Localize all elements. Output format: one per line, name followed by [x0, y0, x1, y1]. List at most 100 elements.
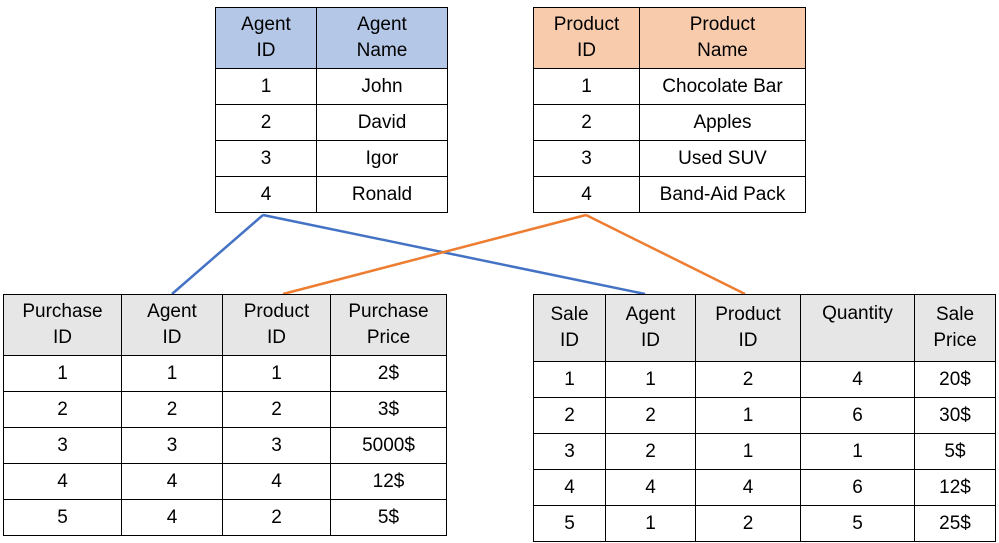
table-cell: 12$ — [914, 469, 996, 506]
table-cell: 2 — [533, 397, 606, 434]
table-cell: 4 — [695, 469, 801, 506]
column-header: Product ID — [695, 294, 801, 362]
column-header: Product ID — [222, 294, 331, 356]
table-row: 2 2 2 3$ — [3, 391, 447, 428]
table-header-row: Agent ID Agent Name — [215, 7, 448, 69]
table-cell: 4 — [3, 463, 122, 500]
agents-table: Agent ID Agent Name 1 John 2 David 3 Igo… — [215, 7, 448, 213]
table-cell: 20$ — [914, 361, 996, 398]
table-cell: 1 — [215, 68, 317, 105]
table-row: 2 Apples — [533, 104, 806, 141]
table-row: 5 4 2 5$ — [3, 499, 447, 536]
table-cell: 1 — [121, 355, 223, 392]
table-header-row: Sale ID Agent ID Product ID Quantity Sal… — [533, 294, 996, 362]
table-row: 1 Chocolate Bar — [533, 68, 806, 105]
column-header: Agent ID — [121, 294, 223, 356]
table-header-row: Purchase ID Agent ID Product ID Purchase… — [3, 294, 447, 356]
table-cell: 1 — [533, 68, 640, 105]
table-cell: 2 — [222, 391, 331, 428]
column-header: Purchase Price — [330, 294, 447, 356]
purchases-table: Purchase ID Agent ID Product ID Purchase… — [3, 294, 447, 536]
table-cell: 6 — [800, 397, 915, 434]
table-cell: John — [316, 68, 448, 105]
table-row: 2 2 1 6 30$ — [533, 397, 996, 434]
table-cell: 2 — [695, 505, 801, 542]
column-header: Agent ID — [215, 7, 317, 69]
table-row: 4 Ronald — [215, 176, 448, 213]
table-cell: 2 — [121, 391, 223, 428]
table-cell: Chocolate Bar — [639, 68, 806, 105]
table-row: 3 3 3 5000$ — [3, 427, 447, 464]
table-row: 2 David — [215, 104, 448, 141]
column-header: Agent ID — [605, 294, 696, 362]
table-cell: 2 — [533, 104, 640, 141]
agent-to-purchase-link — [171, 214, 264, 295]
table-cell: 4 — [800, 361, 915, 398]
table-cell: 4 — [605, 469, 696, 506]
column-header: Product ID — [533, 7, 640, 69]
table-cell: 2 — [215, 104, 317, 141]
table-cell: 30$ — [914, 397, 996, 434]
table-cell: 2 — [222, 499, 331, 536]
table-cell: 4 — [121, 499, 223, 536]
column-header: Sale ID — [533, 294, 606, 362]
table-header-row: Product ID Product Name — [533, 7, 806, 69]
table-cell: 25$ — [914, 505, 996, 542]
table-cell: 5 — [800, 505, 915, 542]
table-cell: 4 — [215, 176, 317, 213]
table-row: 1 1 1 2$ — [3, 355, 447, 392]
table-cell: 2 — [695, 361, 801, 398]
table-cell: 3 — [533, 433, 606, 470]
column-header: Sale Price — [914, 294, 996, 362]
table-cell: 2$ — [330, 355, 447, 392]
table-cell: 3 — [222, 427, 331, 464]
table-cell: 5 — [3, 499, 122, 536]
table-cell: 5$ — [330, 499, 447, 536]
table-cell: 12$ — [330, 463, 447, 500]
table-cell: 1 — [533, 361, 606, 398]
table-cell: 5000$ — [330, 427, 447, 464]
table-cell: 3 — [215, 140, 317, 177]
column-header: Purchase ID — [3, 294, 122, 356]
table-cell: 1 — [800, 433, 915, 470]
table-cell: 2 — [605, 397, 696, 434]
table-cell: 4 — [533, 469, 606, 506]
table-cell: 1 — [222, 355, 331, 392]
table-cell: 3 — [121, 427, 223, 464]
column-header: Agent Name — [316, 7, 448, 69]
table-cell: 1 — [605, 361, 696, 398]
table-row: 3 Used SUV — [533, 140, 806, 177]
table-cell: 1 — [3, 355, 122, 392]
table-cell: 2 — [3, 391, 122, 428]
table-cell: 6 — [800, 469, 915, 506]
products-table: Product ID Product Name 1 Chocolate Bar … — [533, 7, 806, 213]
table-cell: Used SUV — [639, 140, 806, 177]
table-cell: 4 — [222, 463, 331, 500]
agent-to-sale-link — [262, 213, 646, 296]
table-cell: 4 — [121, 463, 223, 500]
table-row: 4 4 4 12$ — [3, 463, 447, 500]
table-row: 1 John — [215, 68, 448, 105]
table-row: 4 4 4 6 12$ — [533, 469, 996, 506]
table-cell: Igor — [316, 140, 448, 177]
table-cell: 5 — [533, 505, 606, 542]
column-header: Product Name — [639, 7, 806, 69]
table-row: 3 Igor — [215, 140, 448, 177]
product-to-sale-link — [585, 213, 746, 296]
table-cell: 3 — [533, 140, 640, 177]
table-row: 5 1 2 5 25$ — [533, 505, 996, 542]
table-cell: David — [316, 104, 448, 141]
table-cell: 4 — [533, 176, 640, 213]
table-cell: Band-Aid Pack — [639, 176, 806, 213]
table-cell: 5$ — [914, 433, 996, 470]
column-header: Quantity — [800, 294, 915, 362]
table-cell: Ronald — [316, 176, 448, 213]
table-cell: 2 — [605, 433, 696, 470]
table-cell: 3$ — [330, 391, 447, 428]
sales-table: Sale ID Agent ID Product ID Quantity Sal… — [533, 294, 996, 542]
table-cell: 1 — [695, 433, 801, 470]
table-cell: 1 — [605, 505, 696, 542]
table-row: 1 1 2 4 20$ — [533, 361, 996, 398]
table-cell: 3 — [3, 427, 122, 464]
